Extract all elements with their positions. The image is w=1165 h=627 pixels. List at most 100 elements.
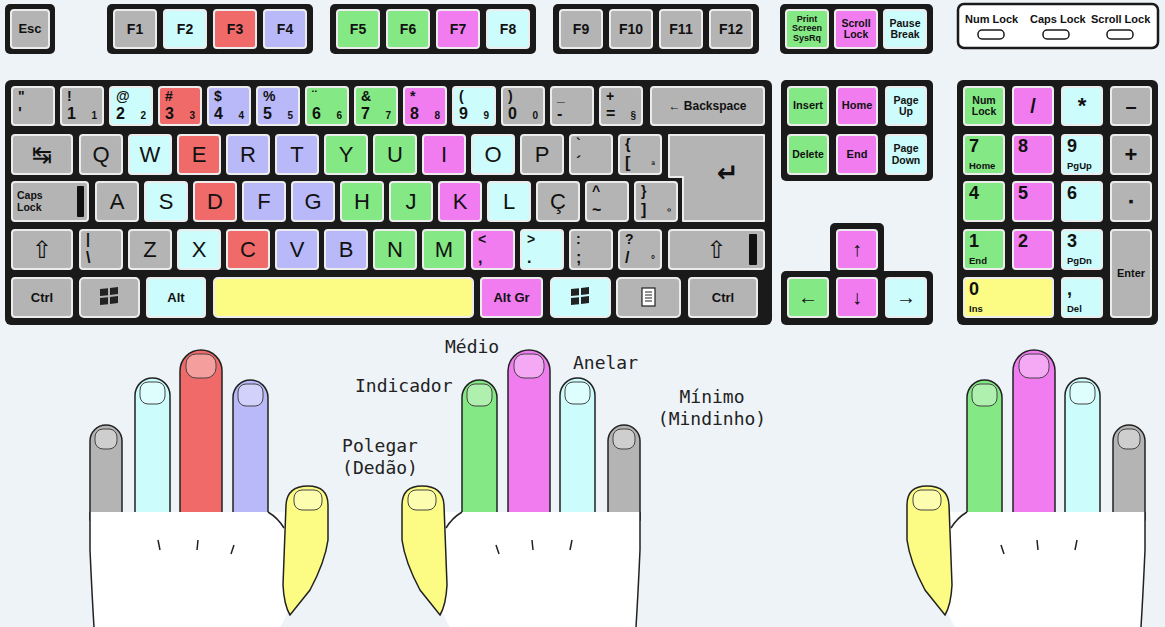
space-bar <box>214 278 473 317</box>
logo-pane <box>100 297 108 305</box>
keyboard-key: 2 <box>1012 229 1054 270</box>
key-label: End <box>847 149 868 161</box>
keyboard-key: V <box>275 229 319 270</box>
keyboard-key: 8 <box>1012 134 1054 175</box>
fingernail <box>1118 429 1140 449</box>
indicator-led <box>978 30 1004 39</box>
keyboard-key: I <box>422 134 466 175</box>
key-label: 9 <box>1067 137 1077 156</box>
thumb <box>907 486 952 615</box>
middle-finger <box>508 350 550 520</box>
key-label: M <box>435 238 453 261</box>
index-finger <box>462 380 497 520</box>
keyboard-key: ⇧ <box>11 229 73 270</box>
keyboard-key: 9PgUp <box>1061 134 1103 175</box>
indicator-led <box>1107 30 1133 39</box>
key-label: O <box>484 143 501 166</box>
keyboard-key: A <box>95 181 139 222</box>
windows-logo <box>571 287 589 305</box>
keyboard-key: X <box>177 229 221 270</box>
keyboard-key: ?/° <box>618 229 662 270</box>
windows-logo <box>100 287 118 305</box>
key-label: 0 <box>969 280 979 299</box>
fingernail <box>514 354 544 378</box>
key-symbol: - <box>557 106 562 123</box>
lock-indicator-panel <box>958 4 1158 48</box>
key-symbol: ' <box>18 106 22 123</box>
key-label: * <box>1078 94 1087 117</box>
keyboard-key: Home <box>836 86 878 126</box>
key-symbol: ] <box>641 202 646 219</box>
keyboard-key: ⇧ <box>668 229 765 270</box>
key-symbol: ^ <box>592 184 600 199</box>
ring-finger <box>560 378 595 520</box>
key-symbol: 8 <box>434 111 440 122</box>
key-label: K <box>453 190 468 213</box>
key-label: Num Lock <box>966 95 1002 117</box>
key-label: H <box>354 190 370 213</box>
keyboard-key: + <box>1110 134 1152 175</box>
key-label: Caps Lock <box>17 190 53 212</box>
indicator-label: Scroll Lock <box>1091 13 1150 25</box>
keyboard-key: S <box>144 181 188 222</box>
finger-label: Mínimo (Mindinho) <box>654 386 770 429</box>
key-label: Alt Gr <box>493 291 529 305</box>
key-frame <box>330 4 536 54</box>
keyboard-key: End <box>836 134 878 175</box>
windows-key <box>80 278 139 317</box>
keyboard-key: H <box>340 181 384 222</box>
key-label: , <box>1067 280 1072 299</box>
key-label: Alt <box>167 291 184 305</box>
keyboard-key: F1 <box>113 9 157 49</box>
key-label: ⇧ <box>32 237 52 262</box>
key-symbol: + <box>606 89 614 104</box>
keyboard-key: <, <box>471 229 515 270</box>
key-symbol: > <box>527 232 535 247</box>
fingernail <box>294 490 322 510</box>
key-label: 6 <box>1067 184 1077 203</box>
key-symbol: ª <box>651 160 655 171</box>
fingernail <box>1070 382 1095 404</box>
finger-label: Indicador <box>355 375 453 397</box>
key-label: W <box>140 143 161 166</box>
keyboard-key: F2 <box>163 9 207 49</box>
key-label: S <box>159 190 174 213</box>
key-label: A <box>110 190 125 213</box>
fingernail <box>913 490 941 510</box>
keyboard-key: G <box>291 181 335 222</box>
keyboard-key: ^~ <box>585 181 629 222</box>
key-label: T <box>290 143 303 166</box>
keyboard-key: J <box>389 181 433 222</box>
key-symbol: 8 <box>410 106 419 123</box>
key-label: → <box>896 287 916 308</box>
key-symbol: ´ <box>576 155 581 172</box>
key-symbol: 1 <box>67 106 76 123</box>
keyboard-key: F7 <box>436 9 480 49</box>
key-symbol: " <box>18 89 25 104</box>
middle-finger <box>180 350 222 520</box>
key-symbol: ( <box>459 89 464 104</box>
key-symbol: < <box>478 232 486 247</box>
keyboard-key: ↵ <box>668 134 765 222</box>
fingernail <box>186 354 216 378</box>
key-label: Pause Break <box>886 18 924 40</box>
keyboard-key: N <box>373 229 417 270</box>
logo-pane <box>110 287 118 295</box>
key-symbol: [ <box>625 155 630 172</box>
key-label: 2 <box>1018 232 1028 251</box>
key-label: ▪ <box>1129 194 1134 209</box>
key-symbol: 6 <box>312 106 321 123</box>
keyboard-key: +=§ <box>599 86 643 126</box>
palm-outline <box>446 512 640 627</box>
menu-icon-lines <box>645 292 652 301</box>
key-frame <box>781 271 933 325</box>
key-label: D <box>207 190 223 213</box>
key-frame <box>830 223 884 275</box>
key-frame <box>781 80 933 181</box>
key-label: Scroll Lock <box>837 18 875 40</box>
keyboard-key: |\ <box>79 229 123 270</box>
fingernail <box>408 490 436 510</box>
keyboard-key: L <box>487 181 531 222</box>
keyboard-key: F11 <box>659 9 703 49</box>
